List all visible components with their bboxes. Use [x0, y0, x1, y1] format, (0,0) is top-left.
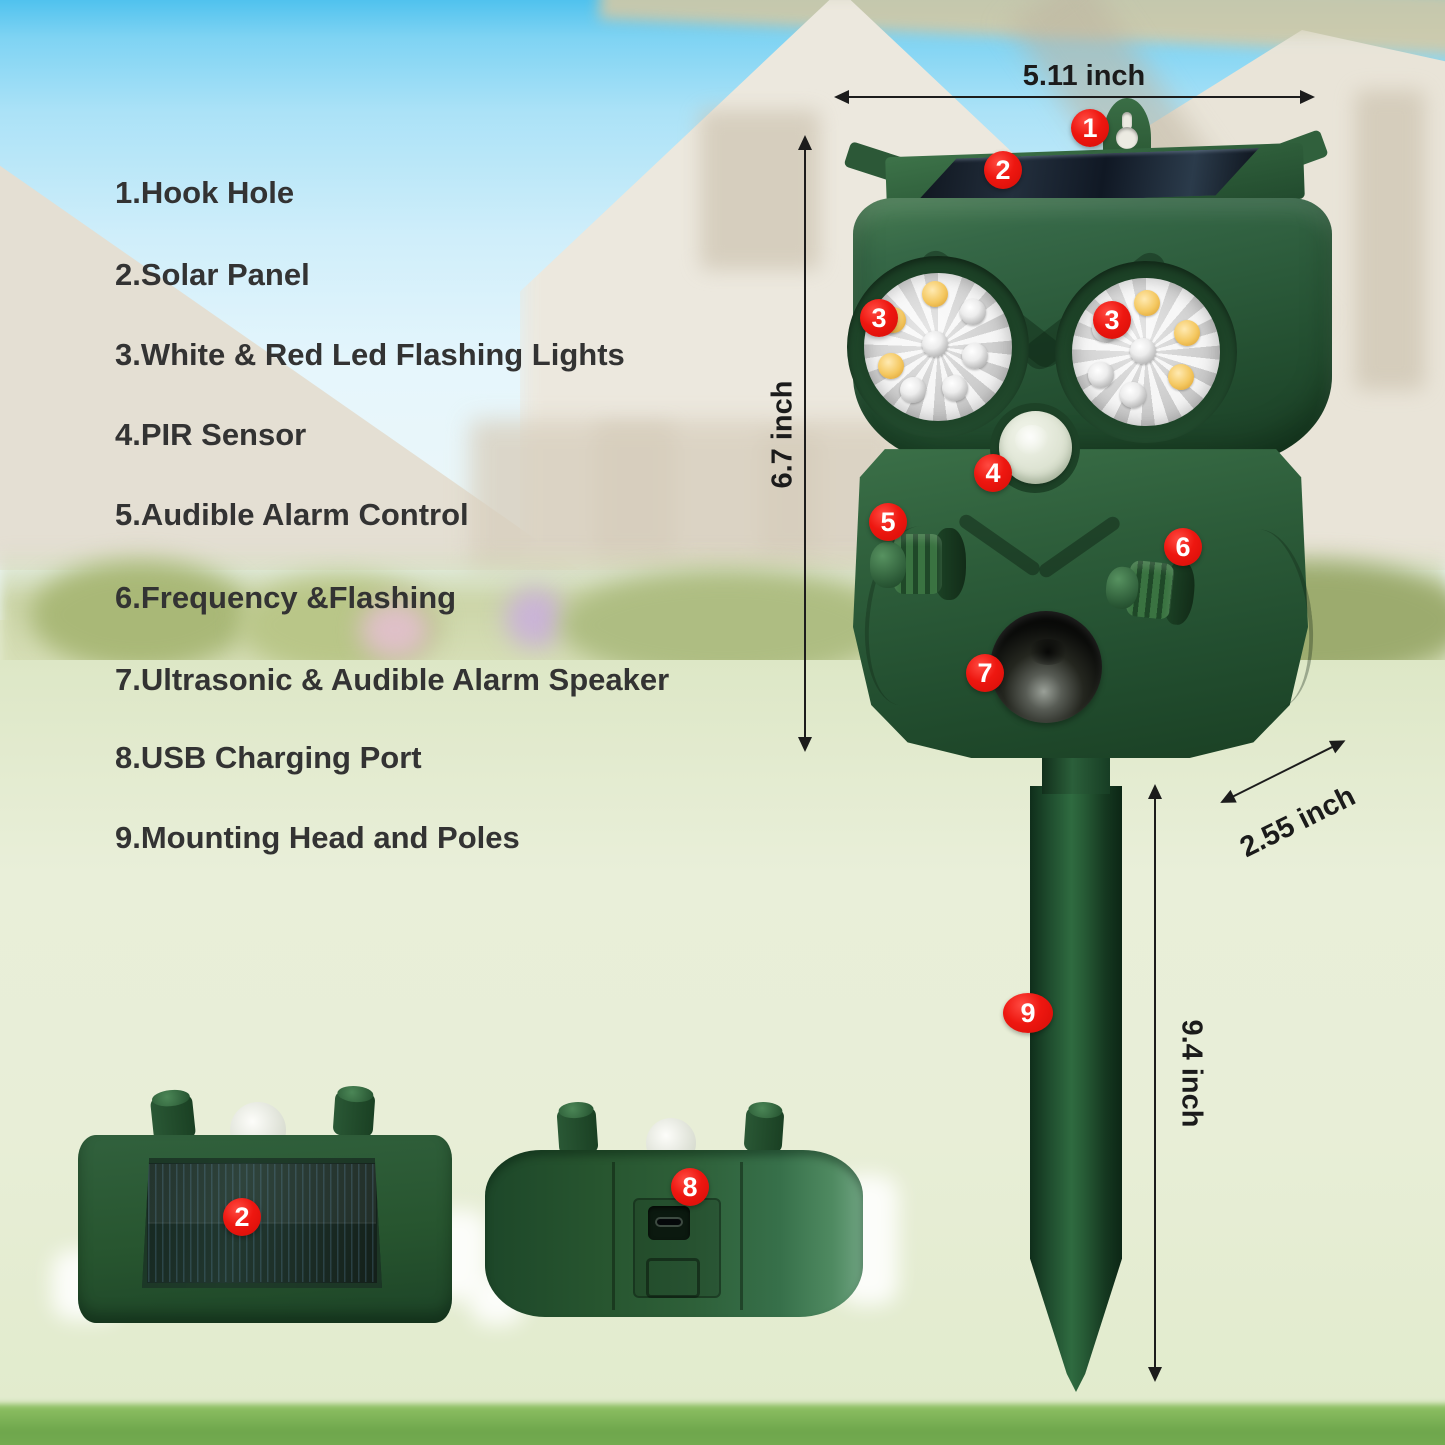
led-bulb — [1120, 382, 1146, 408]
mounting-stake — [1030, 786, 1122, 1392]
led-bulb — [942, 375, 968, 401]
led-bulb — [900, 377, 926, 403]
led-bulb — [922, 281, 948, 307]
flower-blob-purple — [505, 588, 565, 648]
flower-blob-pink — [360, 600, 430, 660]
back-panel-seam — [740, 1162, 743, 1310]
feature-list-item: 5.Audible Alarm Control — [115, 497, 469, 532]
arrowhead-left — [834, 90, 849, 104]
callout-pir-sensor: 4 — [974, 454, 1012, 492]
width-dimension-label: 5.11 inch — [1022, 60, 1146, 92]
window-blur — [700, 110, 820, 270]
feature-list-item: 8.USB Charging Port — [115, 740, 422, 775]
stake-dimension-label: 9.4 inch — [1175, 1019, 1208, 1128]
micro-usb-slot-icon — [655, 1217, 683, 1227]
led-bulb — [960, 299, 986, 325]
back-panel-seam — [612, 1162, 615, 1310]
callout-led-left: 3 — [860, 299, 898, 337]
led-flashing-light-left — [864, 273, 1012, 421]
led-bulb — [878, 353, 904, 379]
arrowhead-up — [1148, 784, 1162, 799]
feature-list-item: 6.Frequency &Flashing — [115, 580, 457, 615]
callout-frequency-knob: 6 — [1164, 528, 1202, 566]
callout-speaker: 7 — [966, 654, 1004, 692]
feature-list-item: 7.Ultrasonic & Audible Alarm Speaker — [115, 662, 670, 697]
feature-list-item: 2.Solar Panel — [115, 257, 310, 292]
led-bulb — [962, 343, 988, 369]
foreground-grass-strip — [0, 1404, 1445, 1445]
hook-hole-slot — [1122, 112, 1132, 130]
shrub-blob — [30, 560, 250, 670]
height-dimension-arrow — [798, 135, 812, 752]
led-bulb — [1088, 362, 1114, 388]
width-dimension-arrow — [834, 90, 1315, 104]
callout-alarm-control: 5 — [869, 503, 907, 541]
led-flashing-light-right — [1072, 278, 1220, 426]
callout-solar-panel: 2 — [984, 151, 1022, 189]
back-view-knob-left — [556, 1106, 599, 1156]
back-view-latch — [646, 1258, 700, 1298]
callout-hook-hole: 1 — [1071, 109, 1109, 147]
feature-list-item: 1.Hook Hole — [115, 175, 295, 210]
callout-solar-panel-top-view: 2 — [223, 1198, 261, 1236]
knob-cap — [870, 542, 906, 588]
led-bulb — [1134, 290, 1160, 316]
ultrasonic-speaker — [990, 611, 1102, 723]
stake-dimension-arrow — [1148, 784, 1162, 1382]
arrowhead-up — [798, 135, 812, 150]
window-blur — [1355, 90, 1425, 390]
arrowhead-down — [1148, 1367, 1162, 1382]
arrowhead-down — [798, 737, 812, 752]
callout-led-right: 3 — [1093, 301, 1131, 339]
led-bulb — [1168, 364, 1194, 390]
hook-hole-icon — [1116, 127, 1138, 149]
feature-list-item: 9.Mounting Head and Poles — [115, 820, 520, 855]
callout-mounting-stake: 9 — [1003, 993, 1053, 1033]
height-dimension-label: 6.7 inch — [766, 380, 799, 489]
top-view-solar-panel — [142, 1158, 382, 1288]
callout-usb-port: 8 — [671, 1168, 709, 1206]
back-view-knob-right — [743, 1106, 785, 1154]
top-view-knob-right — [332, 1090, 376, 1138]
audible-alarm-control-knob — [870, 526, 970, 604]
feature-list-item: 3.White & Red Led Flashing Lights — [115, 337, 625, 372]
led-bulb — [1174, 320, 1200, 346]
arrowhead-right — [1300, 90, 1315, 104]
led-bulb — [922, 331, 948, 357]
led-bulb — [1130, 338, 1156, 364]
feature-list-item: 4.PIR Sensor — [115, 417, 307, 452]
